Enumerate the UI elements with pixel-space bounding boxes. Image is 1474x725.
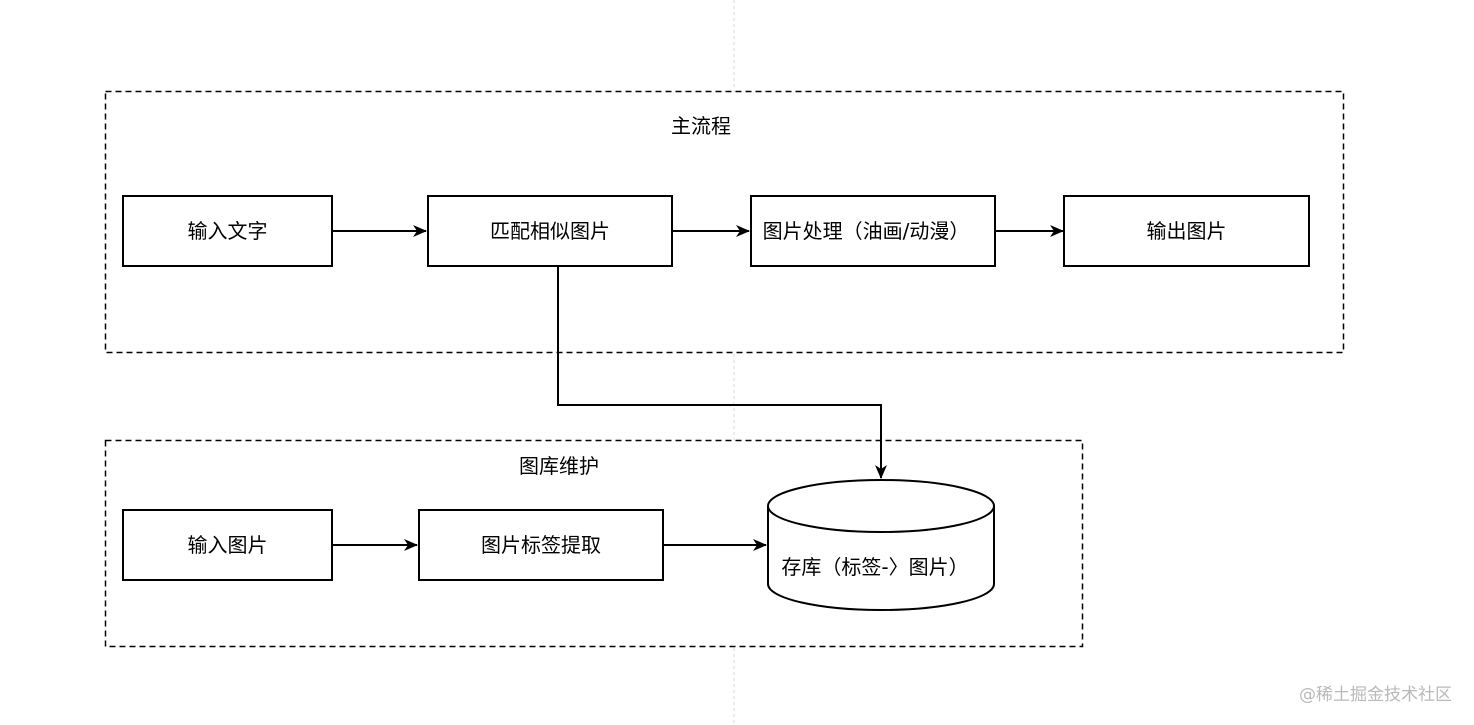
node-output-image[interactable]: 输出图片 bbox=[1063, 195, 1310, 267]
node-input-image[interactable]: 输入图片 bbox=[122, 509, 333, 581]
node-extract-tags-label: 图片标签提取 bbox=[481, 533, 601, 557]
storage-cylinder-body bbox=[767, 506, 995, 611]
node-input-text[interactable]: 输入文字 bbox=[122, 195, 333, 267]
node-input-text-label: 输入文字 bbox=[188, 219, 268, 243]
node-storage-label: 存库（标签-〉图片） bbox=[781, 555, 968, 579]
storage-cylinder-top bbox=[767, 479, 995, 533]
node-match-images[interactable]: 匹配相似图片 bbox=[427, 195, 673, 267]
node-output-image-label: 输出图片 bbox=[1147, 219, 1227, 243]
watermark-text: @稀土掘金技术社区 bbox=[1299, 685, 1452, 705]
node-process-image[interactable]: 图片处理（油画/动漫） bbox=[750, 195, 996, 267]
connectors bbox=[332, 225, 1064, 551]
node-storage-cylinder[interactable]: 存库（标签-〉图片） bbox=[767, 479, 995, 611]
node-extract-tags[interactable]: 图片标签提取 bbox=[418, 509, 664, 581]
node-input-image-label: 输入图片 bbox=[188, 533, 268, 557]
group-main-flow-title: 主流程 bbox=[671, 114, 731, 138]
node-process-image-label: 图片处理（油画/动漫） bbox=[763, 219, 970, 243]
group-library-title: 图库维护 bbox=[519, 454, 599, 478]
arrow-match-to-storage bbox=[557, 266, 887, 479]
node-match-images-label: 匹配相似图片 bbox=[490, 219, 610, 243]
